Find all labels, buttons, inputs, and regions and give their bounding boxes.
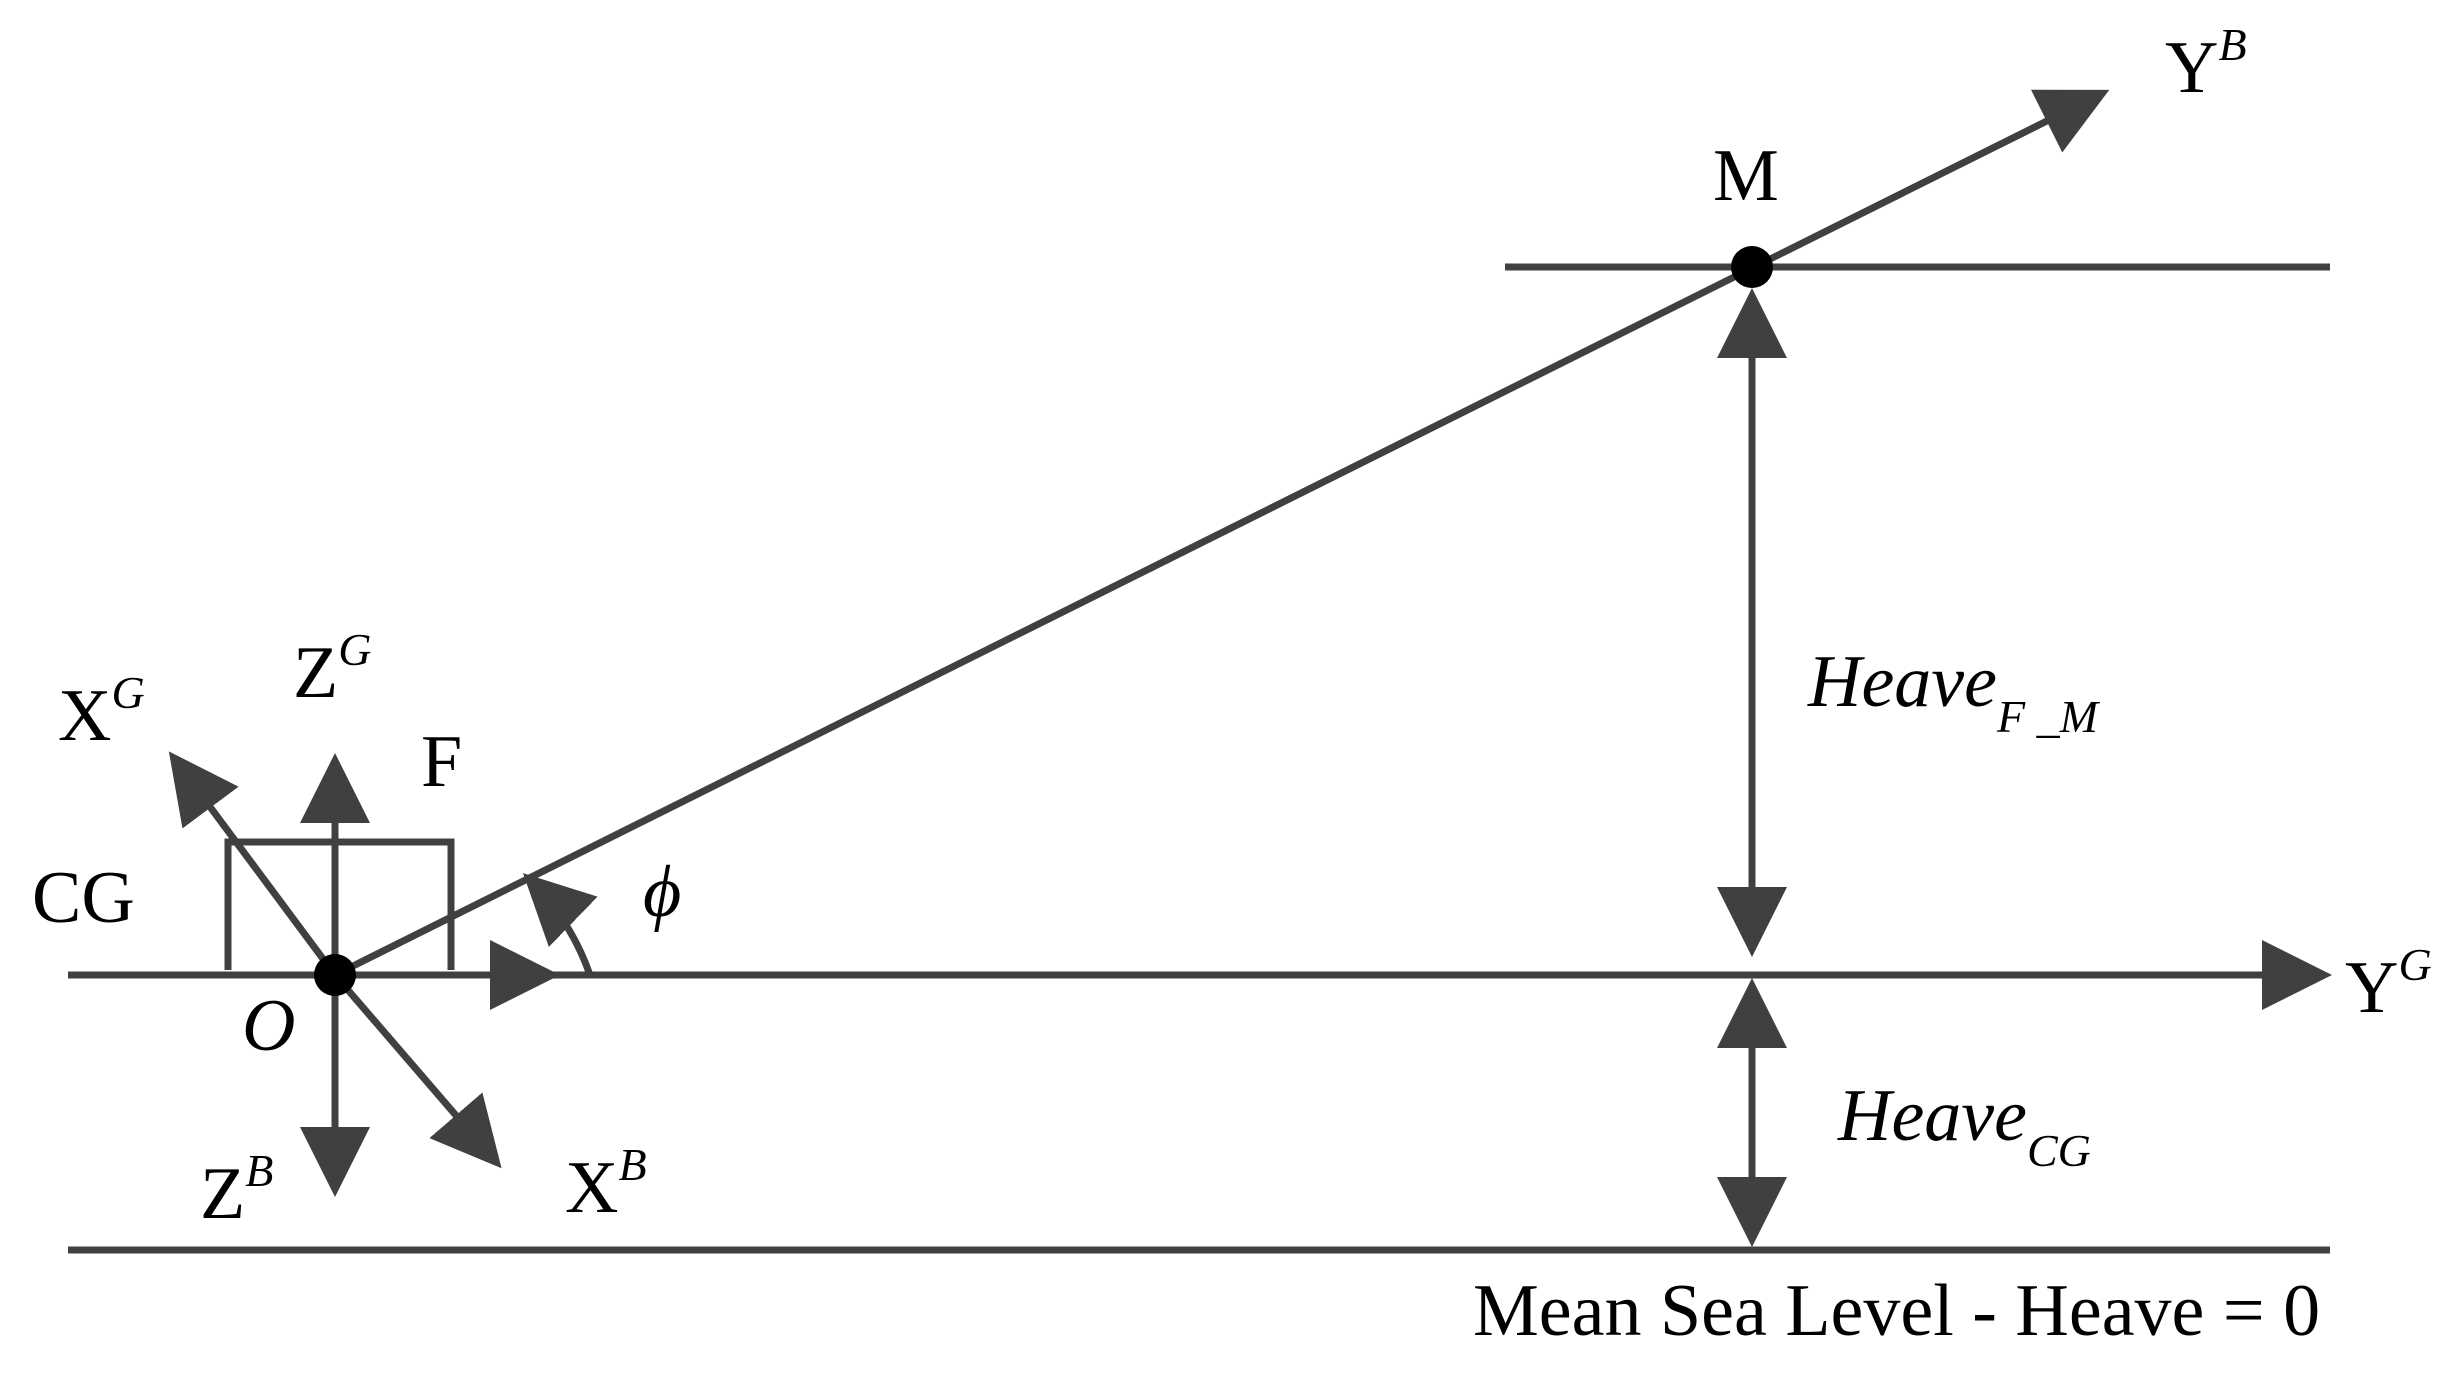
yb-axis bbox=[333, 89, 2110, 979]
f-box bbox=[224, 838, 455, 970]
label-f: F bbox=[421, 721, 462, 803]
lines-group bbox=[68, 89, 2332, 1254]
label-heave-fm: HeaveF _M bbox=[1807, 641, 2101, 742]
label-m: M bbox=[1713, 135, 1779, 217]
label-cg: CG bbox=[32, 857, 135, 939]
label-mean-sea-level: Mean Sea Level - Heave = 0 bbox=[1473, 1270, 2320, 1352]
label-yg: YG bbox=[2345, 939, 2432, 1029]
phi-arc bbox=[522, 873, 598, 977]
point-o bbox=[314, 954, 356, 996]
point-m bbox=[1731, 246, 1773, 288]
label-zg: ZG bbox=[293, 624, 371, 714]
label-phi: ϕ bbox=[643, 851, 681, 933]
label-xb: XB bbox=[565, 1139, 647, 1229]
label-yb: YB bbox=[2165, 19, 2247, 109]
label-o: O bbox=[242, 985, 295, 1067]
label-xg: XG bbox=[58, 667, 145, 757]
label-zb: ZB bbox=[200, 1145, 273, 1235]
xg-axis bbox=[168, 751, 338, 978]
label-heave-cg: HeaveCG bbox=[1837, 1075, 2091, 1176]
xb-axis bbox=[332, 972, 502, 1169]
